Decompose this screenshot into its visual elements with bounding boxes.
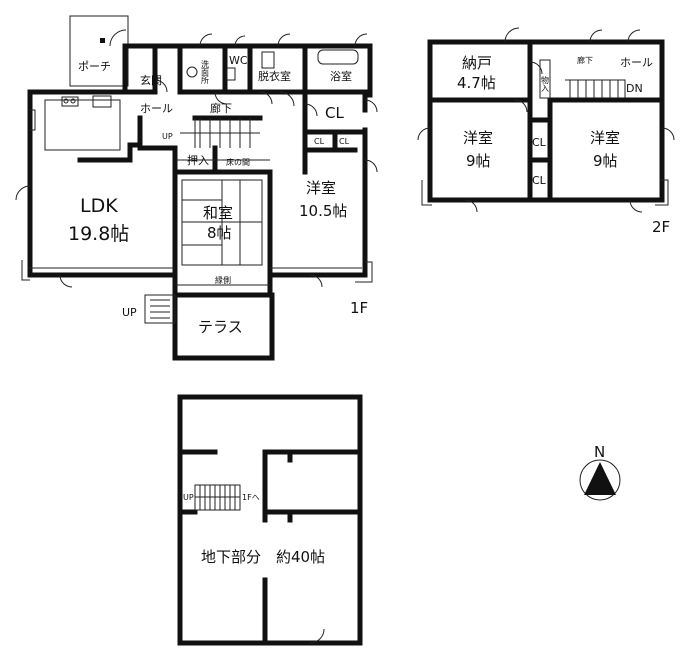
bath-label: 浴室 [330,69,352,83]
svg-text:縁側: 縁側 [215,275,231,285]
svg-text:19.8帖: 19.8帖 [68,223,129,245]
floor-1f: ポーチ 玄関 洗面所 WC 脱衣室 浴室 ホール 廊下 CL CL CL UP … [15,15,378,361]
ldk-name: LDK [80,195,118,217]
svg-text:洋室: 洋室 [306,179,336,197]
svg-text:UP: UP [183,493,194,502]
svg-text:納戸: 納戸 [462,54,492,72]
svg-text:テラス: テラス [198,318,243,336]
washitsu-size: 8帖 [207,224,232,242]
svg-text:ポーチ: ポーチ [78,60,111,73]
terrace-label: テラス [198,318,243,336]
floor-2f-label: 2F [652,218,670,236]
svg-text:LDK: LDK [80,195,118,217]
closet-2f-1-label: CL [532,136,547,149]
svg-text:CL: CL [532,174,547,187]
svg-text:4.7帖: 4.7帖 [457,74,496,92]
svg-text:洋室: 洋室 [590,129,620,147]
svg-text:地下部分 約40帖: 地下部分 約40帖 [201,548,325,566]
basement-up-label: UP [183,493,194,502]
porch-label: ポーチ [78,60,111,73]
svg-text:UP: UP [162,132,173,141]
svg-text:廊下: 廊下 [577,55,593,65]
svg-text:CL: CL [532,136,547,149]
storage-label: 物入 [541,75,550,92]
svg-text:9帖: 9帖 [466,152,491,170]
porch [69,15,129,87]
svg-text:玄関: 玄関 [140,73,162,87]
washitsu-name: 和室 [203,204,233,222]
dressing-room-label: 脱衣室 [258,69,291,83]
youshitsu-name: 洋室 [306,179,336,197]
hall-label: ホール [140,102,173,115]
basement: UP 1Fへ 地下部分 約40帖 [177,394,363,646]
floor-2f: 納戸 4.7帖 廊下 ホール 物入 DN 洋室 9帖 洋室 9帖 CL CL 2… [417,27,675,236]
svg-text:脱衣室: 脱衣室 [258,69,291,83]
svg-text:ホール: ホール [140,102,173,115]
washroom-label: 洗面所 [201,59,210,85]
svg-text:8帖: 8帖 [207,224,232,242]
closet-a-label: CL [314,137,325,146]
room1-size: 9帖 [466,152,491,170]
floor-1f-label: 1F [350,299,368,317]
svg-text:N: N [594,443,605,461]
closet-b-label: CL [339,137,350,146]
svg-text:洋室: 洋室 [463,129,493,147]
room1-name: 洋室 [463,129,493,147]
svg-text:9帖: 9帖 [593,152,618,170]
to-1f-label: 1Fへ [242,493,260,502]
hall-2f-label: ホール [620,56,653,69]
stairs-down-label: DN [626,82,643,95]
svg-text:10.5帖: 10.5帖 [299,202,347,220]
youshitsu-size: 10.5帖 [299,202,347,220]
north-label: N [594,443,605,461]
closet-label: CL [325,104,344,122]
entrance-label: 玄関 [140,73,162,87]
engawa-label: 縁側 [215,275,231,285]
svg-text:2F: 2F [652,218,670,236]
svg-text:UP: UP [122,306,137,319]
nando-name: 納戸 [462,54,492,72]
svg-text:1Fへ: 1Fへ [242,493,260,502]
nando-size: 4.7帖 [457,74,496,92]
svg-text:床の間: 床の間 [226,157,250,167]
svg-text:CL: CL [339,137,350,146]
svg-text:ホール: ホール [620,56,653,69]
corridor-label: 廊下 [210,101,232,115]
svg-text:1F: 1F [350,299,368,317]
svg-text:洗面所: 洗面所 [201,59,210,85]
compass: N [579,443,621,501]
room2-name: 洋室 [590,129,620,147]
room2-size: 9帖 [593,152,618,170]
svg-text:浴室: 浴室 [330,69,352,83]
tokonoma-label: 床の間 [226,157,250,167]
svg-text:物入: 物入 [541,75,550,92]
corridor-2f-label: 廊下 [577,55,593,65]
svg-text:和室: 和室 [203,204,233,222]
terrace-up-label: UP [122,306,137,319]
svg-text:CL: CL [325,104,344,122]
closet-2f-2-label: CL [532,174,547,187]
stairs-up-label: UP [162,132,173,141]
wc-label: WC [229,54,248,67]
basement-area-label: 地下部分 約40帖 [201,548,325,566]
svg-text:WC: WC [229,54,248,67]
svg-text:廊下: 廊下 [210,101,232,115]
svg-text:押入: 押入 [187,153,209,167]
svg-text:CL: CL [314,137,325,146]
ldk-size: 19.8帖 [68,223,129,245]
svg-text:DN: DN [626,82,643,95]
oshiire-label: 押入 [187,153,209,167]
